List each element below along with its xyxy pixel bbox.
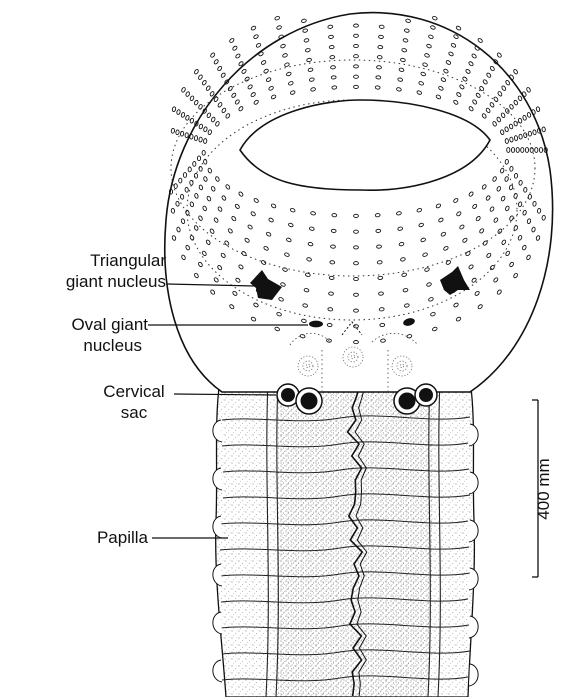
- head-disc: [165, 13, 553, 392]
- label-oval-giant-nucleus: Oval giant nucleus: [30, 314, 148, 356]
- neck-body: [213, 372, 478, 697]
- label-papilla-text: Papilla: [60, 527, 148, 548]
- label-triangular-giant-nucleus: Triangular giant nucleus: [22, 250, 166, 292]
- label-cervical-sac: Cervical sac: [94, 381, 174, 423]
- label-cervical-line1: Cervical: [94, 381, 174, 402]
- label-papilla: Papilla: [60, 527, 148, 548]
- label-cervical-line2: sac: [94, 402, 174, 423]
- label-oval-line1: Oval giant: [30, 314, 148, 335]
- label-oval-line2: nucleus: [30, 335, 148, 356]
- label-triangular-line2: giant nucleus: [22, 271, 166, 292]
- scale-bar-label: 400 mm: [534, 454, 556, 524]
- oval-giant-nucleus-left: [309, 321, 323, 328]
- label-triangular-line1: Triangular: [22, 250, 166, 271]
